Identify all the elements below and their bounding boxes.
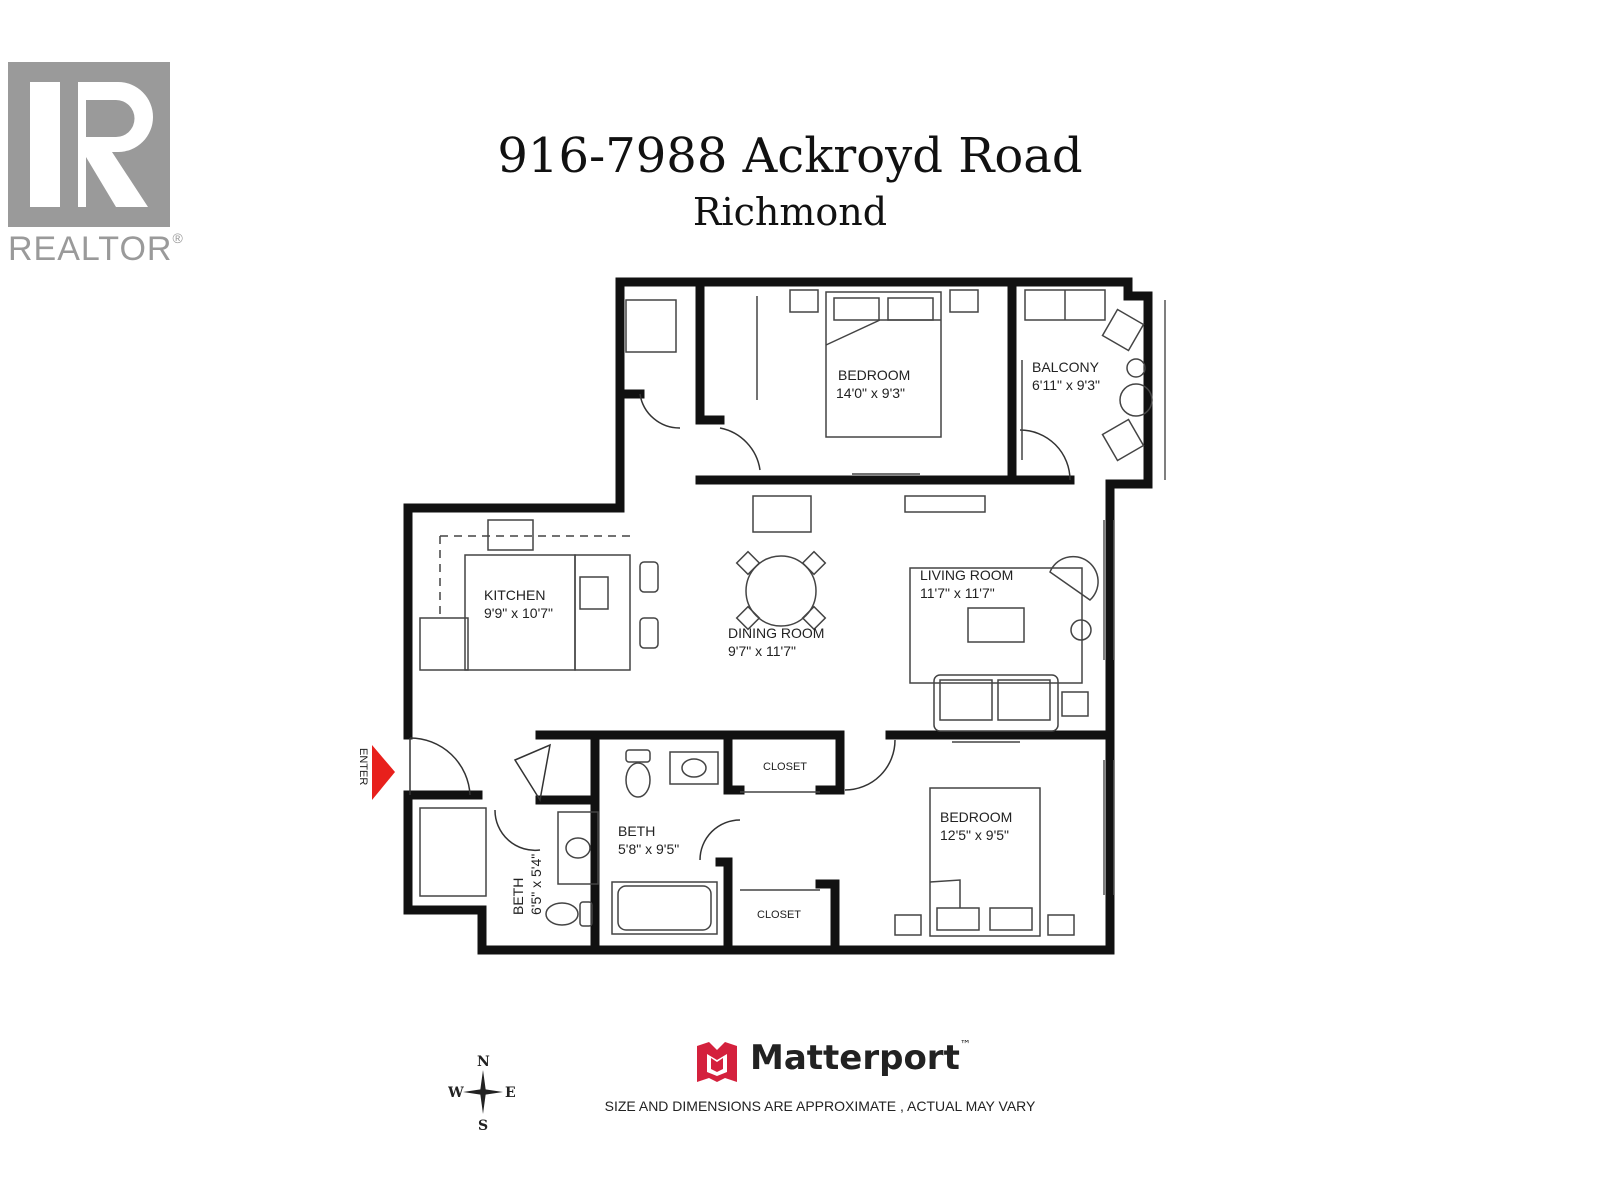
- kitchen-dims: 9'9" x 10'7": [484, 605, 553, 621]
- bedroom1-dims: 14'0" x 9'3": [836, 385, 905, 401]
- matterport-wordmark: Matterport™: [750, 1038, 971, 1078]
- compass-w: W: [448, 1085, 464, 1101]
- compass-e: E: [505, 1085, 516, 1101]
- balcony-dims: 6'11" x 9'3": [1032, 377, 1100, 393]
- realtor-logo: REALTOR®: [8, 62, 183, 268]
- dining-dims: 9'7" x 11'7": [728, 643, 796, 659]
- dining-name: DINING ROOM: [728, 625, 824, 641]
- living-dims: 11'7" x 11'7": [920, 585, 995, 601]
- kitchen-name: KITCHEN: [484, 587, 545, 603]
- page-subtitle: Richmond: [692, 190, 888, 234]
- closet1-label: CLOSET: [763, 761, 807, 773]
- compass-n: N: [477, 1054, 490, 1070]
- bath1-dims: 6'5" x 5'4": [528, 854, 544, 915]
- bath1-name: BETH: [510, 878, 526, 915]
- enter-arrow-icon: [372, 745, 395, 800]
- bath2-dims: 5'8" x 9'5": [618, 841, 679, 857]
- bedroom2-name: BEDROOM: [940, 809, 1012, 825]
- enter-label: ENTER: [357, 748, 369, 785]
- bath2-name: BETH: [618, 823, 655, 839]
- bedroom2-dims: 12'5" x 9'5": [940, 827, 1009, 843]
- page-title: 916-7988 Ackroyd Road: [497, 128, 1083, 184]
- realtor-r-icon: [8, 62, 170, 227]
- compass-rose: N S E W: [447, 1052, 518, 1134]
- realtor-wordmark: REALTOR®: [8, 230, 184, 268]
- compass-s: S: [478, 1118, 488, 1132]
- balcony-name: BALCONY: [1032, 359, 1100, 375]
- bedroom1-name: BEDROOM: [838, 367, 910, 383]
- matterport-logo-icon: [695, 1040, 739, 1084]
- living-name: LIVING ROOM: [920, 567, 1013, 583]
- closet2-label: CLOSET: [757, 909, 801, 921]
- disclaimer-text: SIZE AND DIMENSIONS ARE APPROXIMATE , AC…: [604, 1098, 1036, 1114]
